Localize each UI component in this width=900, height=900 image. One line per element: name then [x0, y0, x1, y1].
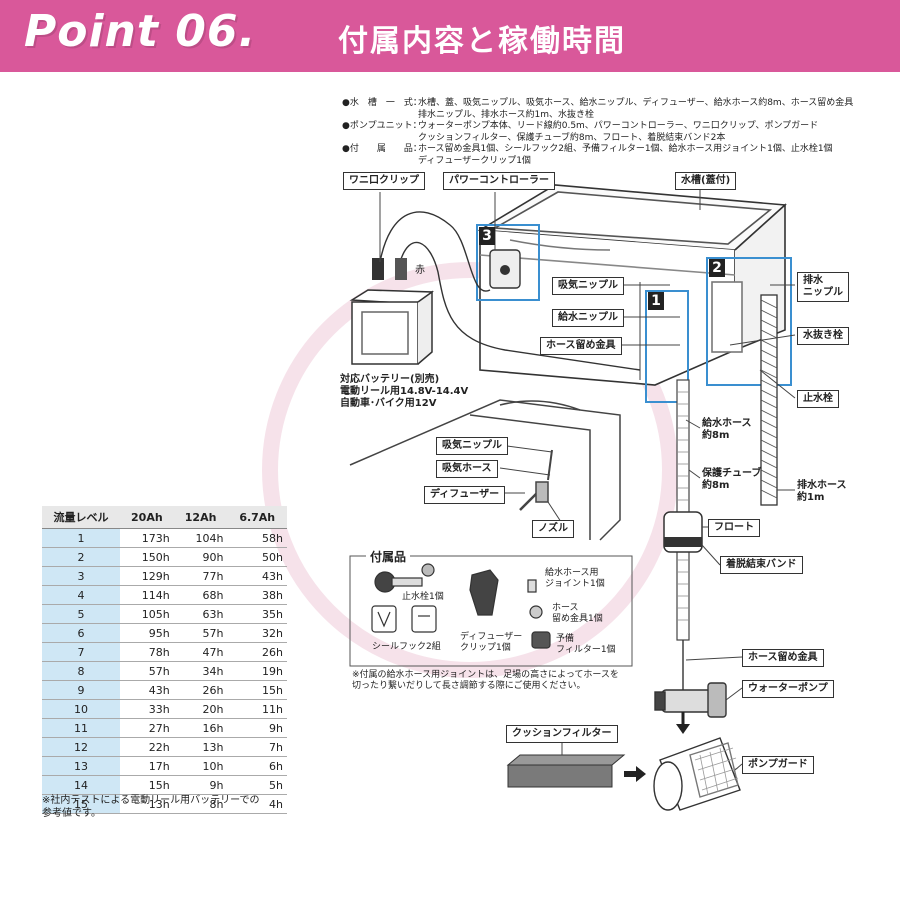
- runtime-note: ※社内テストによる電動リール用バッテリーでの 参考値です。: [42, 795, 260, 819]
- acc-filter: 予備フィルター1個: [556, 634, 616, 655]
- table-header-row: 流量レベル 20Ah 12Ah 6.7Ah: [42, 506, 287, 529]
- label-air-nipple: 吸気ニップル: [552, 277, 624, 295]
- supply-hose-shape: [676, 379, 690, 641]
- specs-list: ●水 槽 一 式： 水槽、蓋、吸気ニップル、吸気ホース、給水ニップル、ディフュー…: [342, 98, 882, 167]
- label-supply-hose: 給水ホース約8m: [702, 418, 752, 441]
- label-stop-cock: 止水栓: [797, 390, 839, 408]
- drain-hose-hatch: [760, 299, 778, 499]
- cushion-top: [506, 754, 626, 766]
- label-red: 赤: [415, 265, 425, 276]
- label-inner-air-hose: 吸気ホース: [436, 460, 498, 478]
- label-water-pump: ウォーターポンプ: [742, 680, 834, 698]
- label-supply-nipple: 給水ニップル: [552, 309, 624, 327]
- pump-cable: [399, 241, 641, 371]
- leader-lines: [379, 190, 796, 771]
- label-alligator-clip: ワニ口クリップ: [343, 172, 425, 190]
- controller-knob: [500, 265, 510, 275]
- label-drain-plug: 水抜き栓: [797, 327, 849, 345]
- band-shape: [664, 537, 702, 547]
- watermark-ring: [262, 262, 678, 678]
- cushion-filter-shape: [507, 764, 613, 788]
- supply-hose-ribs: [677, 391, 689, 621]
- battery-caption: 対応バッテリー(別売) 電動リール用14.8V-14.4V 自動車･バイク用12…: [340, 374, 469, 409]
- label-cushion-filter: クッションフィルター: [506, 725, 618, 743]
- accessories-frame: [349, 555, 633, 667]
- spec-tank-set: ●水 槽 一 式： 水槽、蓋、吸気ニップル、吸気ホース、給水ニップル、ディフュー…: [342, 98, 854, 120]
- accessories-note: ※付属の給水ホース用ジョイントは、足場の高さによってホースを 切ったり繋いだりし…: [352, 670, 619, 691]
- highlight-box-3: [476, 224, 540, 301]
- clip-black: [372, 258, 384, 280]
- header-banner: Point 06. 付属内容と稼働時間: [0, 0, 900, 72]
- acc-joint: 給水ホース用ジョイント1個: [545, 568, 605, 589]
- label-drain-hose: 排水ホース約1m: [797, 480, 847, 503]
- label-band: 着脱結束バンド: [720, 556, 803, 574]
- marker-1: 1: [648, 292, 664, 310]
- label-tank: 水槽(蓋付): [675, 172, 737, 190]
- highlight-box-2: [706, 257, 792, 386]
- spec-pump-unit: ●ポンプユニット： ウォーターポンプ本体、リード線約0.5m、パワーコントローラ…: [342, 121, 819, 143]
- pump-guard-illustration: [653, 737, 741, 811]
- point-number: Point 06.: [24, 6, 257, 57]
- highlight-box-1: [645, 290, 689, 403]
- label-protect-tube: 保護チューブ約8m: [702, 468, 762, 491]
- label-drain-nipple: 排水ニップル: [797, 272, 849, 302]
- filter-arrow: [624, 766, 646, 782]
- label-power-controller: パワーコントローラー: [443, 172, 555, 190]
- pump-arrow-head: [676, 724, 690, 734]
- accessory-icons: [371, 563, 551, 649]
- acc-diffuser-clip: ディフューザークリップ1個: [460, 632, 523, 653]
- pump-illustration: [654, 682, 727, 718]
- acc-stopcock: 止水栓1個: [402, 592, 444, 602]
- page-title: 付属内容と稼働時間: [338, 24, 626, 59]
- marker-3: 3: [479, 227, 495, 245]
- spec-accessories: ●付 属 品： ホース留め金具1個、シールフック2組、予備フィルター1個、給水ホ…: [342, 144, 833, 166]
- acc-seal-hook: シールフック2組: [372, 642, 441, 652]
- label-hose-clamp-2: ホース留め金具: [742, 649, 824, 667]
- inner-tank-view: [349, 399, 621, 541]
- marker-2: 2: [709, 259, 725, 277]
- label-hose-clamp: ホース留め金具: [540, 337, 622, 355]
- label-inner-air-nipple: 吸気ニップル: [436, 437, 508, 455]
- acc-clamp: ホース留め金具1個: [552, 603, 603, 624]
- label-pump-guard: ポンプガード: [742, 756, 814, 774]
- lead-wire: [379, 211, 491, 292]
- battery-illustration: [349, 289, 434, 365]
- clip-red: [395, 258, 407, 280]
- label-inner-nozzle: ノズル: [532, 520, 574, 538]
- label-float: フロート: [708, 519, 760, 537]
- accessories-title: 付属品: [366, 548, 411, 565]
- highlight-boxes: [476, 224, 792, 403]
- label-inner-diffuser: ディフューザー: [424, 486, 506, 504]
